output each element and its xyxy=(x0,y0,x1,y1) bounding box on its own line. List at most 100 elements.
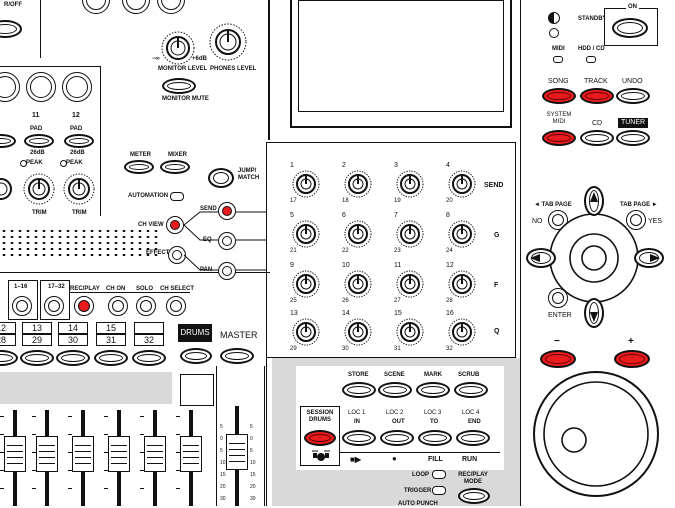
session-drums-button[interactable] xyxy=(304,430,336,446)
drums-select-button[interactable] xyxy=(180,348,212,364)
channel-11-peak-led xyxy=(20,160,27,167)
channel-select-button[interactable] xyxy=(0,350,18,366)
ch-on-button[interactable] xyxy=(108,296,128,316)
inc-button[interactable] xyxy=(614,350,650,368)
yes-button[interactable] xyxy=(626,210,646,230)
channel-knob[interactable] xyxy=(344,318,372,346)
fader-tick xyxy=(32,488,36,489)
loc-button[interactable] xyxy=(418,430,452,446)
channel-10-trim-knob[interactable] xyxy=(0,172,18,206)
mixer-button[interactable] xyxy=(160,160,190,174)
channel-select-button[interactable] xyxy=(132,350,166,366)
input-knob-top-3[interactable] xyxy=(157,0,185,14)
channel-fader[interactable] xyxy=(144,436,166,472)
channel-12-pad-button[interactable] xyxy=(64,134,94,148)
channel-select-button[interactable] xyxy=(20,350,54,366)
meter-button[interactable] xyxy=(124,160,154,174)
send-button[interactable] xyxy=(218,202,236,220)
rec-play-button[interactable] xyxy=(74,296,94,316)
song-label: SONG xyxy=(548,78,569,85)
knob-top-number: 8 xyxy=(446,212,450,219)
loc-button[interactable] xyxy=(342,430,376,446)
range-17-32-button[interactable] xyxy=(44,296,64,316)
channel-knob[interactable] xyxy=(448,170,476,198)
phones-level-knob[interactable] xyxy=(208,22,248,62)
standby-on-button[interactable] xyxy=(612,18,648,38)
ch-view-button[interactable] xyxy=(166,216,184,234)
fader-tick xyxy=(0,416,4,417)
knob-bottom-number: 20 xyxy=(446,198,453,204)
channel-11-number: 11 xyxy=(32,112,40,119)
channel-fader[interactable] xyxy=(180,436,202,472)
fader-tick xyxy=(104,416,108,417)
ran-off-button[interactable] xyxy=(0,20,22,38)
channel-knob[interactable] xyxy=(448,270,476,298)
channel-select-button[interactable] xyxy=(94,350,128,366)
value-dial[interactable] xyxy=(530,368,670,508)
input-knob-top-2[interactable] xyxy=(122,0,150,14)
monitor-level-knob[interactable] xyxy=(160,30,196,66)
knob-top-number: 16 xyxy=(446,310,454,317)
channel-11-pad-button[interactable] xyxy=(24,134,54,148)
monitor-mute-button[interactable] xyxy=(162,78,196,94)
mark-button[interactable] xyxy=(416,382,450,398)
input-knob-top-1[interactable] xyxy=(82,0,110,14)
system-midi-button[interactable] xyxy=(542,130,576,146)
solo-label: SOLO xyxy=(136,286,154,292)
channel-knob[interactable] xyxy=(292,170,320,198)
cursor-left-button[interactable] xyxy=(526,248,556,268)
channel-knob[interactable] xyxy=(344,170,372,198)
rec-play-mode-button[interactable] xyxy=(458,488,490,504)
channel-knob[interactable] xyxy=(292,220,320,248)
channel-knob[interactable] xyxy=(344,220,372,248)
channel-11-db-label: 26dB xyxy=(30,150,45,156)
undo-button[interactable] xyxy=(616,88,650,104)
jump-match-button[interactable] xyxy=(208,168,234,188)
pan-button[interactable] xyxy=(218,262,236,280)
channel-10-pad-button[interactable] xyxy=(0,134,16,148)
knob-bottom-number: 26 xyxy=(342,298,349,304)
dec-button[interactable] xyxy=(540,350,576,368)
loc-button[interactable] xyxy=(456,430,490,446)
channel-fader[interactable] xyxy=(36,436,58,472)
master-select-button[interactable] xyxy=(220,348,254,364)
song-button[interactable] xyxy=(542,88,576,104)
loc-button[interactable] xyxy=(380,430,414,446)
range-1-16-button[interactable] xyxy=(12,296,32,316)
fader-tick xyxy=(140,416,144,417)
channel-knob[interactable] xyxy=(448,220,476,248)
channel-11-trim-knob[interactable] xyxy=(22,172,56,206)
eq-button[interactable] xyxy=(218,232,236,250)
cd-button[interactable] xyxy=(580,130,614,146)
channel-knob[interactable] xyxy=(292,270,320,298)
channel-12-trim-knob[interactable] xyxy=(62,172,96,206)
track-button[interactable] xyxy=(580,88,614,104)
enter-label: ENTER xyxy=(548,312,572,319)
solo-button[interactable] xyxy=(136,296,156,316)
hdd-cd-label: HDD / CD xyxy=(578,46,605,52)
no-button[interactable] xyxy=(548,210,568,230)
channel-knob[interactable] xyxy=(448,318,476,346)
channel-fader[interactable] xyxy=(108,436,130,472)
knob-bottom-number: 32 xyxy=(446,346,453,352)
store-button[interactable] xyxy=(342,382,376,398)
channel-11-trim-label: TRIM xyxy=(32,210,47,216)
scene-button[interactable] xyxy=(378,382,412,398)
channel-fader[interactable] xyxy=(72,436,94,472)
channel-knob[interactable] xyxy=(396,170,424,198)
effect-button[interactable] xyxy=(168,246,186,264)
channel-knob[interactable] xyxy=(396,318,424,346)
channel-knob[interactable] xyxy=(292,318,320,346)
speaker-grille xyxy=(0,228,160,258)
channel-knob[interactable] xyxy=(396,220,424,248)
channel-fader[interactable] xyxy=(4,436,26,472)
scrub-button[interactable] xyxy=(454,382,488,398)
channel-knob[interactable] xyxy=(344,270,372,298)
tuner-button[interactable] xyxy=(616,130,650,146)
knob-top-number: 3 xyxy=(394,162,398,169)
ch-select-button[interactable] xyxy=(166,296,186,316)
enter-button[interactable] xyxy=(548,288,568,308)
channel-select-button[interactable] xyxy=(56,350,90,366)
master-fader[interactable] xyxy=(226,434,248,470)
channel-knob[interactable] xyxy=(396,270,424,298)
